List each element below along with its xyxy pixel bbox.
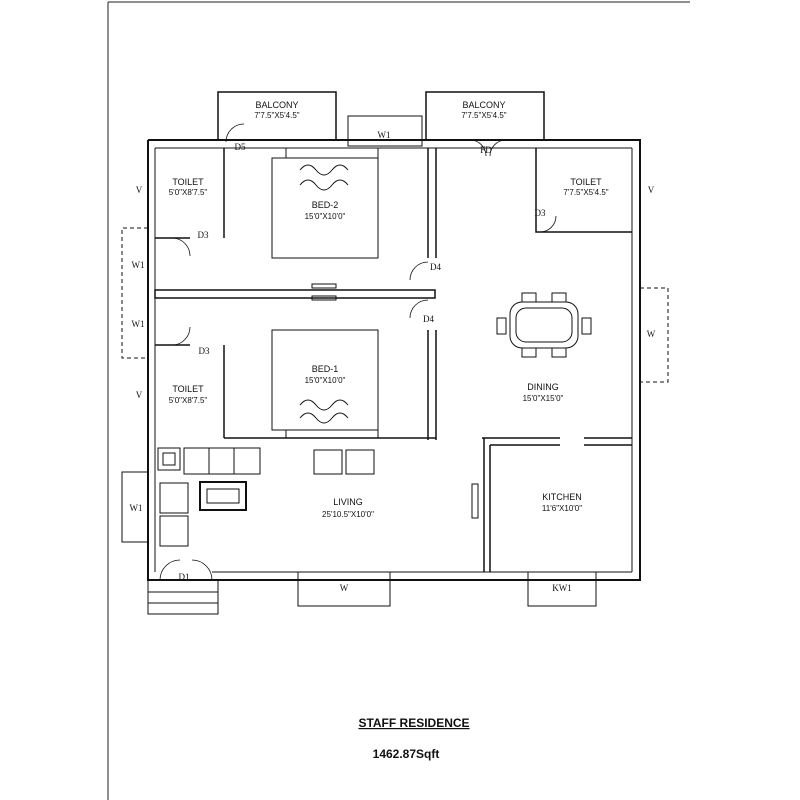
tag-w-dining: W: [647, 329, 656, 339]
tag-w1-left-upper: W1: [132, 260, 145, 270]
w-window-living: [297, 571, 391, 607]
bed-2-furniture: [271, 147, 379, 259]
balcony-left: [217, 91, 337, 140]
living-size: 25'10.5"X10'0": [322, 510, 374, 519]
outer-walls: [147, 139, 641, 581]
bed-1-furniture: [271, 329, 379, 439]
kw1-window: [527, 571, 597, 607]
tag-d1: D1: [179, 572, 190, 582]
kitchen-name: KITCHEN: [542, 492, 582, 502]
balcony-left-size: 7'7.5"X5'4.5": [254, 111, 299, 120]
toilet-top-right-size: 7'7.5"X5'4.5": [563, 188, 608, 197]
dining-table: [496, 292, 592, 358]
tag-d3-right: D3: [535, 208, 546, 218]
tag-d3-bottom-left: D3: [199, 346, 210, 356]
w-window-dining: [640, 287, 669, 383]
dining-size: 15'0"X15'0": [523, 394, 564, 403]
w1-window-top: [347, 115, 423, 147]
tag-d4-upper: D4: [430, 262, 441, 272]
tag-fd: FD: [480, 145, 492, 155]
toilet-top-right-name: TOILET: [570, 177, 602, 187]
living-furniture: [157, 447, 479, 547]
balcony-left-name: BALCONY: [255, 100, 298, 110]
entrance-steps: [147, 579, 219, 615]
tag-w1-top: W1: [378, 130, 391, 140]
tag-w1-left-lower: W1: [132, 319, 145, 329]
toilet-bottom-left-name: TOILET: [172, 384, 204, 394]
tag-d4-lower: D4: [423, 314, 434, 324]
door-swings: [159, 123, 557, 581]
bed-1-name: BED-1: [312, 364, 339, 374]
tag-w-living: W: [340, 583, 349, 593]
w1-window-living: [121, 471, 149, 543]
living-name: LIVING: [333, 497, 363, 507]
tag-d3-top-left: D3: [198, 230, 209, 240]
toilet-bottom-left-size: 5'0"X8'7.5": [169, 396, 208, 405]
total-area: 1462.87Sqft: [373, 747, 440, 761]
interior-walls: [154, 148, 632, 572]
tv-unit: [311, 283, 337, 301]
balcony-right-size: 7'7.5"X5'4.5": [461, 111, 506, 120]
tag-kw1: KW1: [552, 583, 572, 593]
drawing-title: STAFF RESIDENCE: [358, 716, 469, 730]
dining-name: DINING: [527, 382, 559, 392]
bed-2-name: BED-2: [312, 200, 339, 210]
kitchen-size: 11'6"X10'0": [542, 504, 582, 513]
bed-2-size: 15'0"X10'0": [305, 212, 346, 221]
tag-v-bottom-left: V: [136, 390, 143, 400]
toilet-top-left-size: 5'0"X8'7.5": [169, 188, 208, 197]
balcony-right: [425, 91, 545, 140]
tag-w1-living: W1: [130, 503, 143, 513]
toilet-top-left-name: TOILET: [172, 177, 204, 187]
balcony-right-name: BALCONY: [462, 100, 505, 110]
bed-1-size: 15'0"X10'0": [305, 376, 346, 385]
tag-d5: D5: [235, 142, 246, 152]
tag-v-top-left: V: [136, 185, 143, 195]
w1-window-left: [121, 227, 148, 359]
tag-v-top-right: V: [648, 185, 655, 195]
